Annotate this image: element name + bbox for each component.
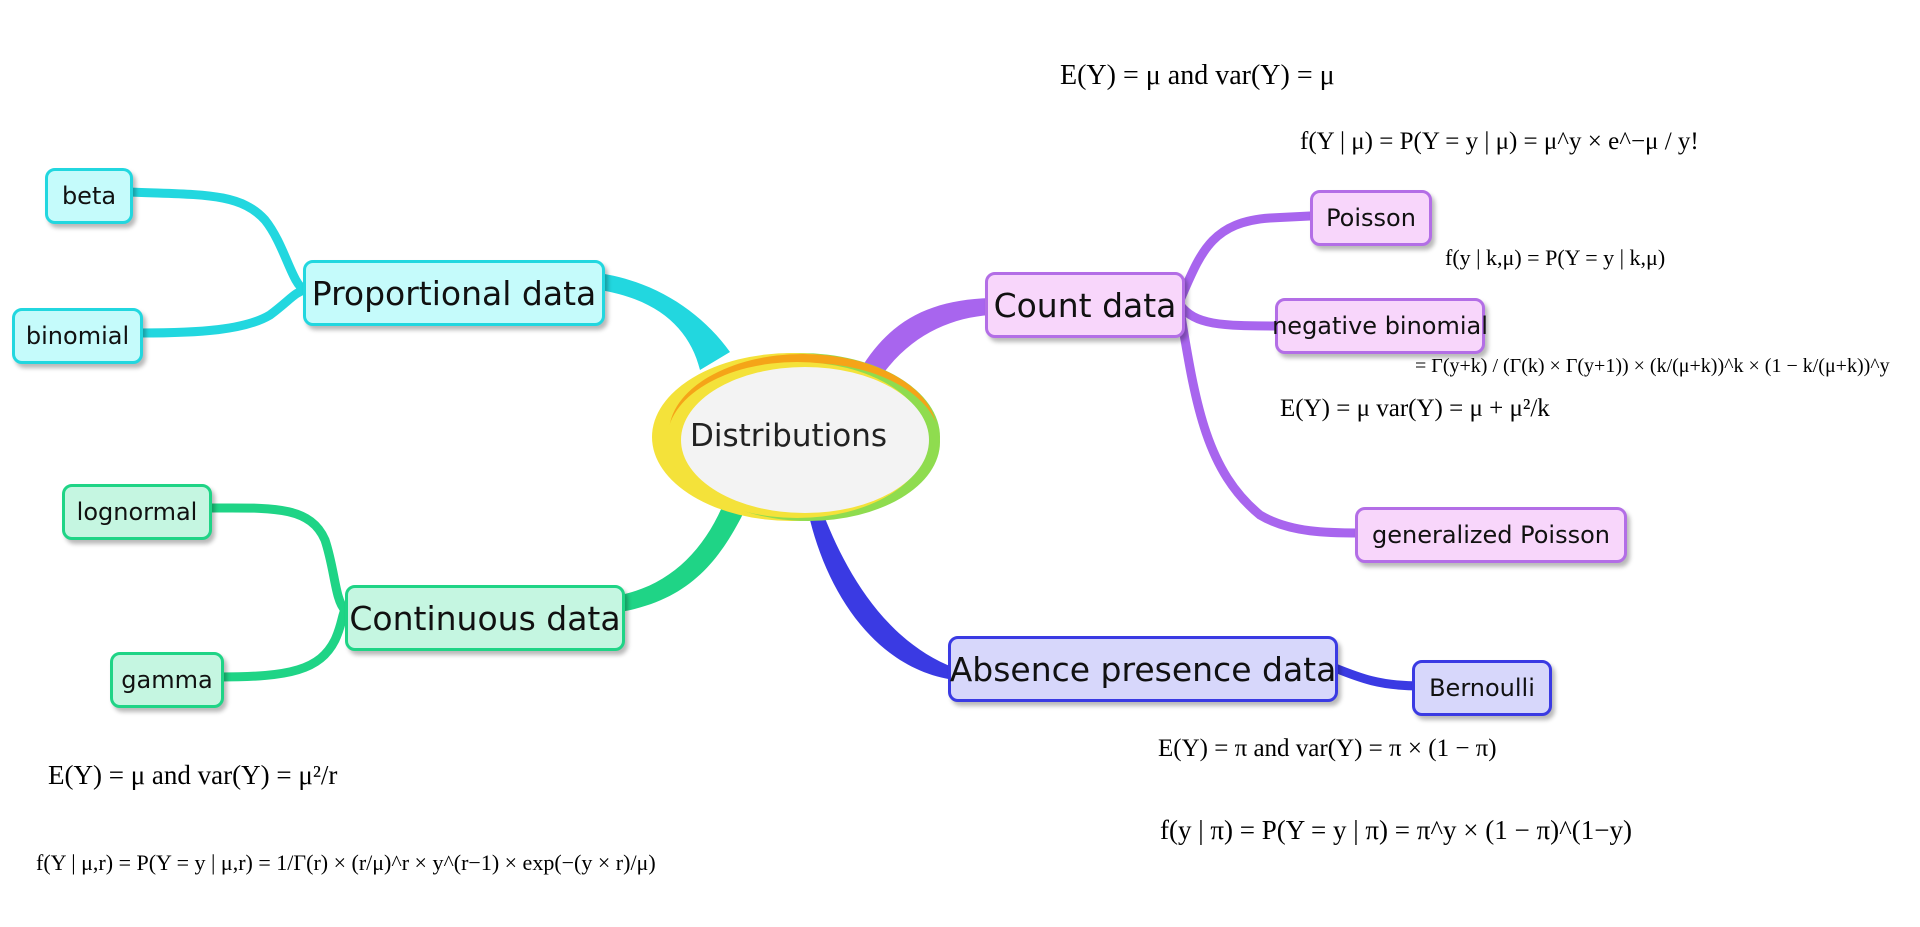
node-generalized-poisson-label: generalized Poisson <box>1372 521 1610 549</box>
formula-bernoulli-pmf: f(y | π) = P(Y = y | π) = π^y × (1 − π)^… <box>1160 815 1632 845</box>
connector-absence <box>810 505 955 680</box>
node-negative-binomial-label: negative binomial <box>1272 312 1488 340</box>
node-count-data[interactable]: Count data <box>985 272 1185 338</box>
node-continuous-data[interactable]: Continuous data <box>345 585 625 651</box>
connector-proportional <box>590 272 730 370</box>
formula-bernoulli-moments: E(Y) = π and var(Y) = π × (1 − π) <box>1158 735 1497 762</box>
node-poisson-label: Poisson <box>1326 204 1416 232</box>
node-absence-presence-data-label: Absence presence data <box>949 649 1337 689</box>
connector-binomial <box>135 285 310 338</box>
central-node-ring <box>652 353 940 521</box>
connector-genpoisson <box>1175 305 1365 538</box>
node-generalized-poisson[interactable]: generalized Poisson <box>1355 507 1627 563</box>
connector-lognormal <box>205 503 350 615</box>
formula-negbin-moments: E(Y) = μ var(Y) = μ + μ²/k <box>1280 395 1550 422</box>
connector-gamma <box>215 605 350 682</box>
central-node-label[interactable]: Distributions <box>690 418 888 454</box>
node-bernoulli[interactable]: Bernoulli <box>1412 660 1552 716</box>
node-beta[interactable]: beta <box>45 168 133 224</box>
node-absence-presence-data[interactable]: Absence presence data <box>948 636 1338 702</box>
formula-poisson-pmf: f(Y | μ) = P(Y = y | μ) = μ^y × e^−μ / y… <box>1300 128 1699 155</box>
node-binomial-label: binomial <box>25 322 130 350</box>
connector-beta <box>125 187 310 295</box>
node-continuous-data-label: Continuous data <box>349 598 621 638</box>
node-poisson[interactable]: Poisson <box>1310 190 1432 246</box>
node-count-data-label: Count data <box>993 285 1177 325</box>
node-binomial[interactable]: binomial <box>12 308 143 364</box>
formula-negbin-pmf-lhs: f(y | k,μ) = P(Y = y | k,μ) <box>1445 245 1666 270</box>
formula-gamma-moments: E(Y) = μ and var(Y) = μ²/r <box>48 760 338 790</box>
node-gamma-label: gamma <box>121 666 213 694</box>
connector-negbin <box>1175 300 1285 331</box>
node-bernoulli-label: Bernoulli <box>1429 674 1535 702</box>
node-negative-binomial[interactable]: negative binomial <box>1272 298 1488 354</box>
connector-count <box>860 298 990 378</box>
connector-bernoulli <box>1330 663 1425 691</box>
formula-gamma-pdf: f(Y | μ,r) = P(Y = y | μ,r) = 1/Γ(r) × (… <box>36 850 656 875</box>
node-proportional-data-label: Proportional data <box>311 273 597 313</box>
node-lognormal[interactable]: lognormal <box>62 484 212 540</box>
connector-continuous <box>620 500 745 612</box>
node-proportional-data[interactable]: Proportional data <box>303 260 605 326</box>
formula-count-moments: E(Y) = μ and var(Y) = μ <box>1060 60 1335 91</box>
node-gamma[interactable]: gamma <box>110 652 224 708</box>
node-lognormal-label: lognormal <box>76 498 198 526</box>
connector-poisson <box>1175 211 1315 305</box>
formula-negbin-pmf-rhs: = Γ(y+k) / (Γ(k) × Γ(y+1)) × (k/(μ+k))^k… <box>1415 355 1890 377</box>
node-beta-label: beta <box>61 182 117 210</box>
